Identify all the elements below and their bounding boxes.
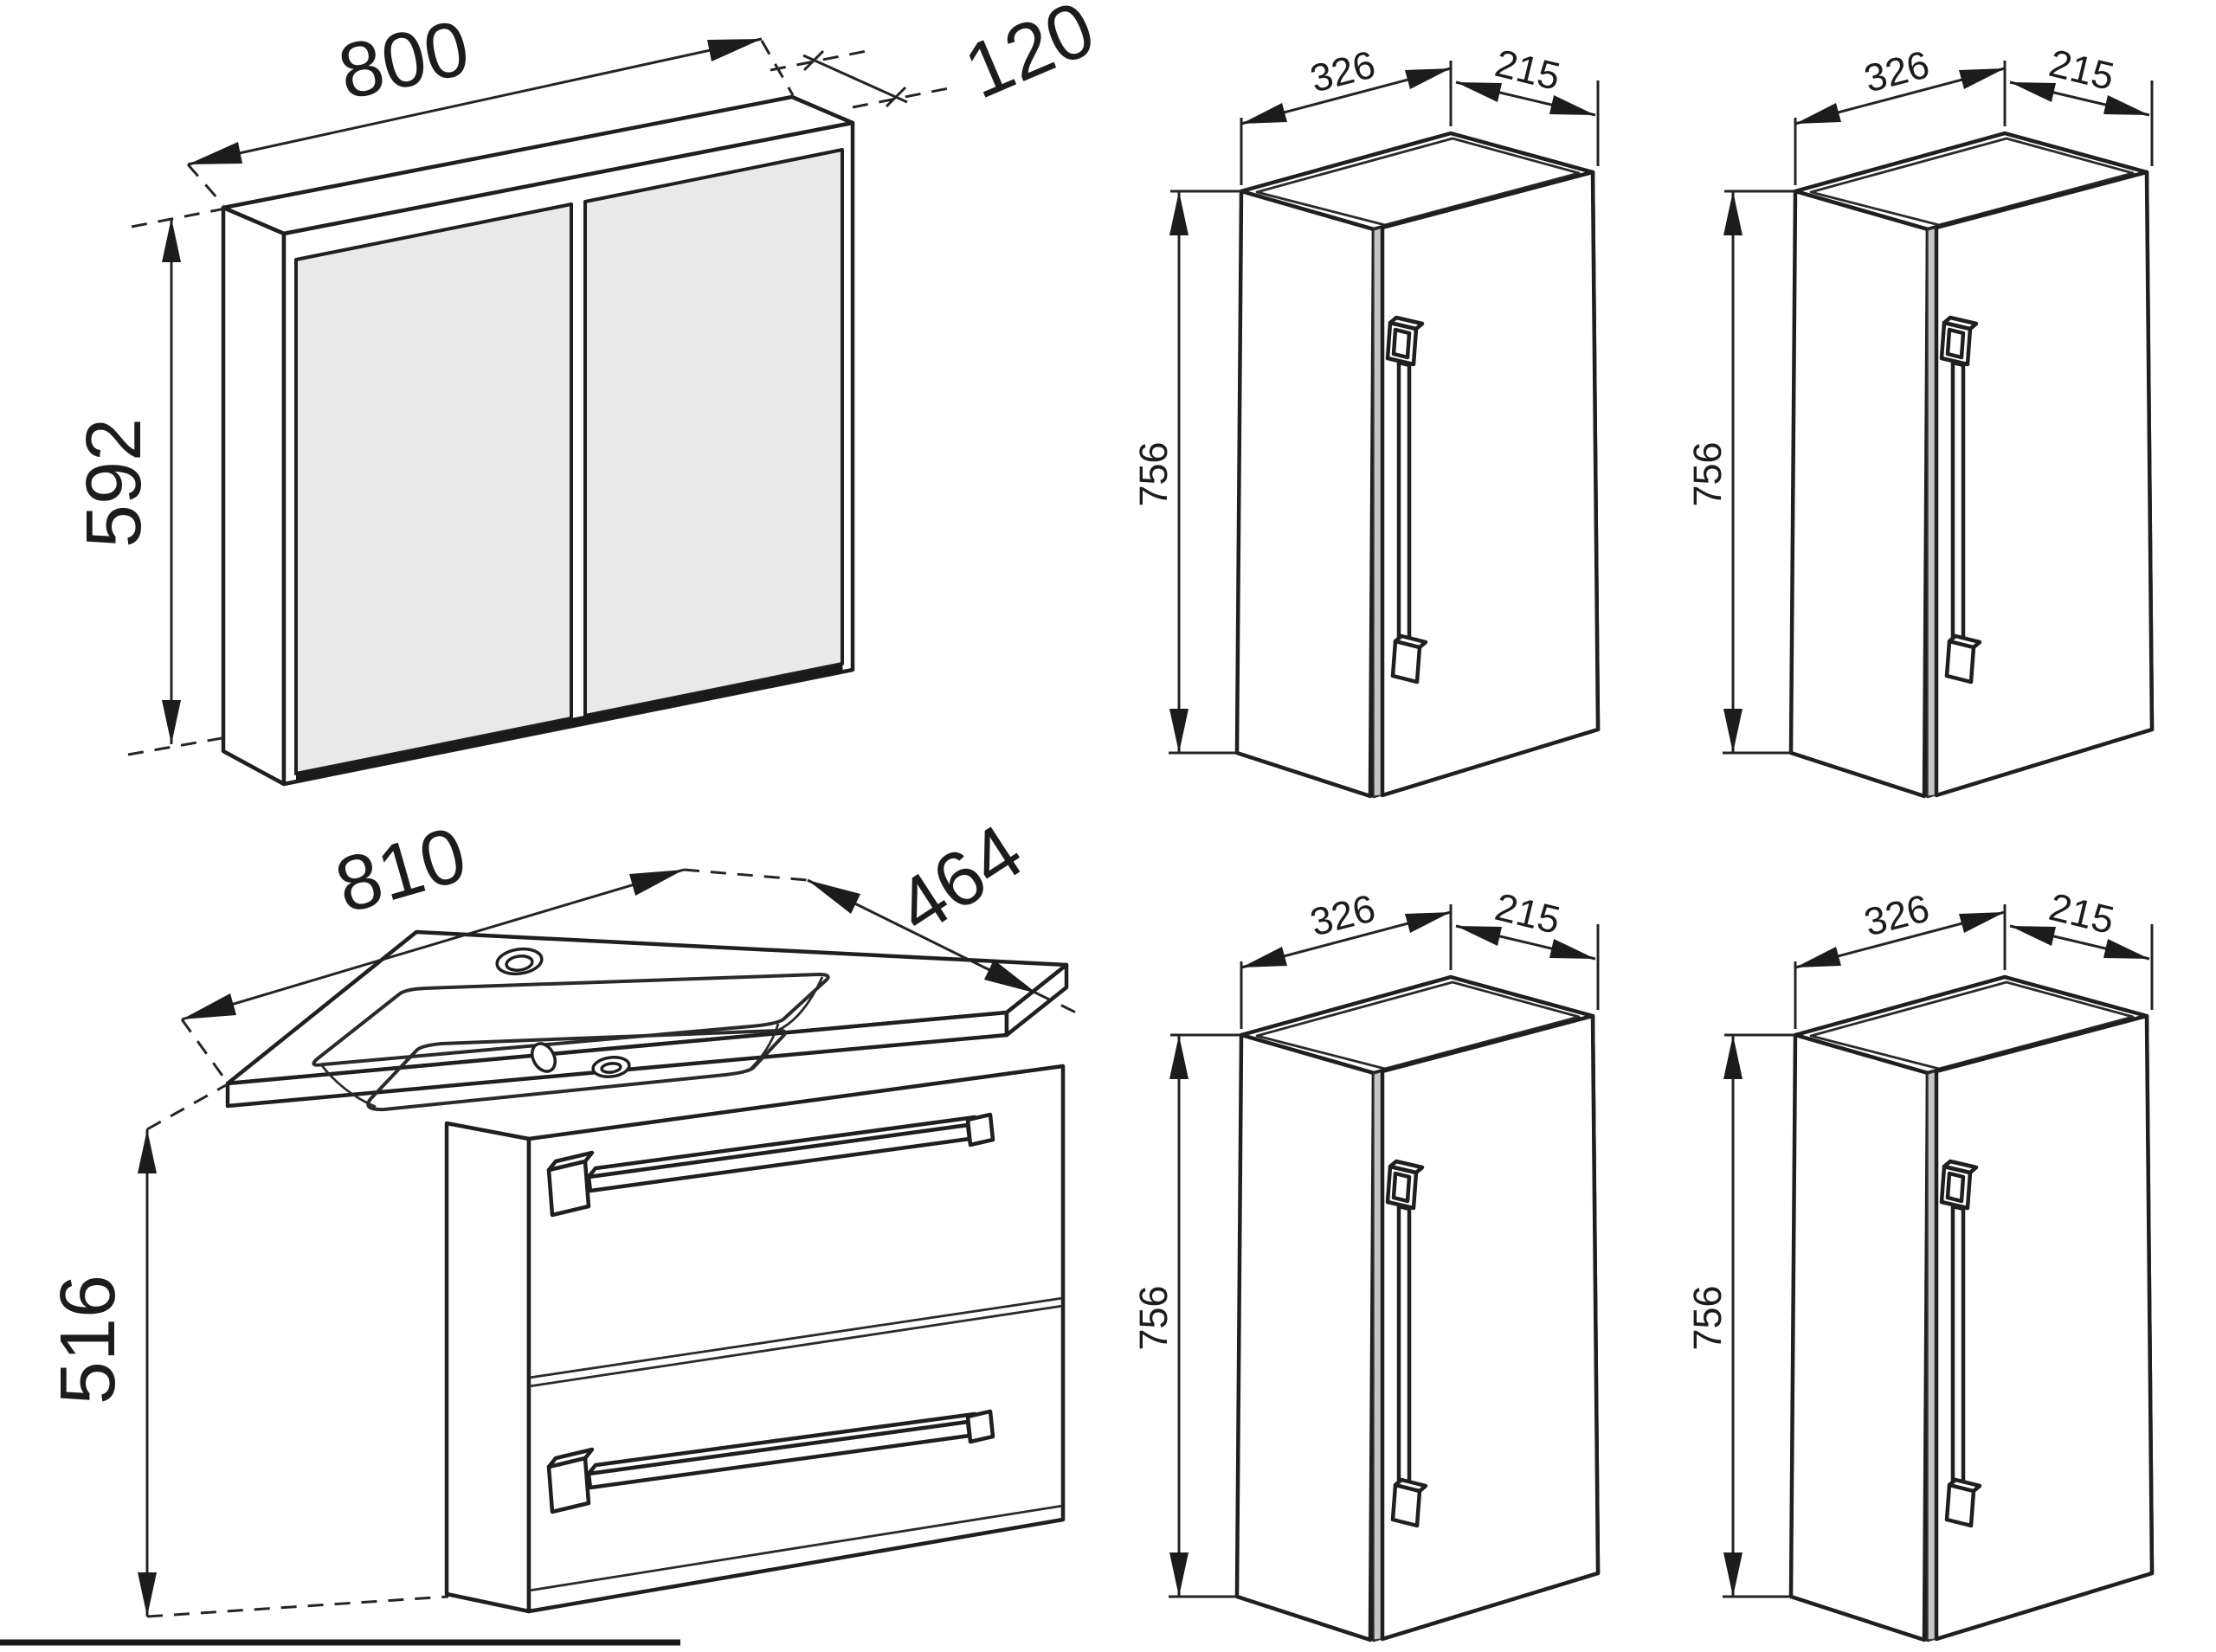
vanity-depth-label: 464 [881,808,1037,952]
mirror-cabinet-side-panel [221,205,287,787]
dimension-tick [802,49,825,72]
extension-line-dashed [146,1083,227,1131]
dimension-arrow [138,1572,157,1617]
side-cabinet-depth-label: 215 [1491,41,1564,99]
vanity-width-label: 810 [326,811,475,930]
dimension-line [181,868,685,1021]
side-cabinet-geometry [1723,61,2152,796]
mirror-depth-label: 120 [953,0,1106,116]
side-cabinet-height-label: 756 [1131,1285,1176,1350]
basin-bowl-rim [312,973,830,1067]
dimension-line [802,54,908,104]
dimension-arrow [707,39,762,61]
side-cabinet-width-label: 326 [1305,885,1379,944]
faucet-hole-inner [505,955,534,972]
side-cabinet-top-right: 326 215 756 [1685,41,2152,796]
extension-line-dashed [180,1019,229,1083]
handle-end-block [965,1409,995,1444]
dimension-arrow [984,960,1037,993]
side-cabinet-height-label: 756 [1131,441,1176,506]
dimension-arrow [188,142,242,164]
side-cabinet-top-left: 326 215 756 [1131,41,1598,796]
vanity-height-label: 516 [45,1275,132,1405]
drawer-divider [528,1296,1064,1379]
side-cabinet-height-label: 756 [1685,1285,1730,1350]
handle-end-block-top [546,1150,595,1173]
vanity-side-panel [444,1121,531,1614]
side-cabinet-width-label: 326 [1305,42,1379,100]
dimension-tick [885,86,907,108]
side-cabinet-geometry [1723,904,2152,1640]
extension-line-dashed [146,1595,449,1618]
dimension-arrow [162,218,181,262]
drawer-handle-top [546,1112,995,1218]
side-cabinet-geometry [1169,904,1598,1640]
basin-bowl-wall-curve [776,976,824,1032]
mirror-height-label: 592 [71,418,158,548]
extension-line-dashed [683,868,808,882]
side-cabinet-depth-label: 215 [2045,41,2118,99]
drawer-bottom-edge [528,1504,1064,1592]
handle-end-block-top [546,1447,595,1469]
extension-line-dashed [852,86,954,109]
mirror-depth-dimension: 120 [770,0,1106,116]
dimension-arrow [182,993,236,1019]
extension-line-dashed [127,736,228,756]
side-cabinet-bottom-right: 326 215 756 [1685,884,2152,1640]
drawer-divider [528,1304,1064,1388]
dimension-arrow [138,1129,157,1173]
overflow-hole [530,1042,557,1073]
dimension-line [187,37,763,166]
mirror-door-left [294,202,573,775]
mirror-door-right [583,148,844,717]
drawer-handle-bottom [546,1409,995,1514]
mirror-cabinet-drawing: 800 120 592 [71,0,1106,787]
mirror-cabinet-bottom-edge [296,664,843,782]
side-cabinet-depth-label: 215 [2045,884,2118,942]
basin-bowl-wall-curve [747,1023,780,1073]
side-cabinet-bottom-left: 326 215 756 [1131,884,1598,1640]
dimension-arrow [808,880,860,914]
vanity-unit-drawing: 810 464 516 [45,808,1080,1618]
extension-line-dashed [131,207,226,228]
extension-line-dashed [1036,992,1080,1016]
side-cabinet-width-label: 326 [1859,42,1933,100]
mirror-height-dimension: 592 [71,207,228,756]
dimension-arrow [629,870,684,896]
side-cabinet-width-label: 326 [1859,885,1933,944]
extension-line-dashed [186,164,225,206]
extension-line-dashed [770,48,872,72]
drain-hole-inner [600,1062,622,1074]
basin-bowl-wall-curve [319,1063,377,1109]
washbasin-right-band [1004,962,1069,1038]
mirror-width-label: 800 [332,4,477,116]
side-cabinet-depth-label: 215 [1491,884,1564,942]
dimension-arrow [162,700,181,744]
side-cabinet-geometry [1169,61,1598,796]
vanity-height-dimension: 516 [45,1083,449,1618]
side-cabinet-height-label: 756 [1685,441,1730,506]
handle-end-block [965,1112,995,1147]
